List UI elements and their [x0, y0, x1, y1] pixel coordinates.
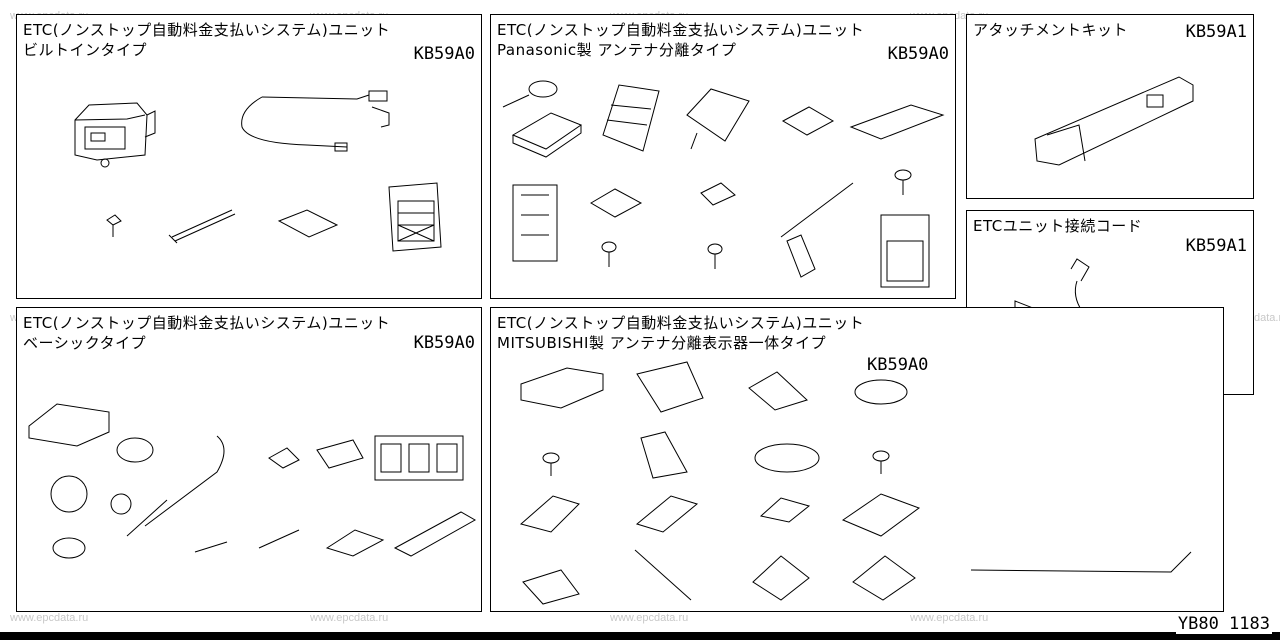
sheet-drawing — [759, 497, 811, 523]
card-holder-drawing — [781, 106, 835, 136]
panel-basic: ETC(ノンストップ自動料金支払いシステム)ユニット ベーシックタイプ KB59… — [16, 307, 482, 612]
harness-drawing — [970, 551, 1192, 573]
antenna-cable-drawing — [126, 435, 225, 537]
pad-drawing — [854, 379, 908, 405]
plate-drawing — [686, 88, 750, 150]
watermark: www.epcdata.ru — [10, 612, 89, 624]
panel-subtitle: MITSUBISHI製 アンテナ分離表示器一体タイプ — [497, 334, 827, 352]
pad-drawing — [849, 104, 945, 140]
wire-coil-drawing — [754, 443, 820, 473]
parts-illustration — [502, 80, 945, 288]
parts-illustration — [1034, 76, 1194, 166]
part-code: KB59A0 — [413, 44, 475, 64]
sheet-drawing — [590, 188, 643, 218]
panel-title: ETC(ノンストップ自動料金支払いシステム)ユニット — [497, 314, 865, 332]
switch-panel-drawing — [374, 435, 464, 481]
pad-drawing — [277, 209, 339, 238]
screw-drawing — [601, 241, 617, 267]
panel-builtin: ETC(ノンストップ自動料金支払いシステム)ユニット ビルトインタイプ KB59… — [16, 14, 482, 299]
manual-drawing — [852, 555, 916, 601]
label-sheet-drawing — [841, 493, 921, 537]
panel-title: ETC(ノンストップ自動料金支払いシステム)ユニット — [497, 21, 865, 39]
panel-title: ETC(ノンストップ自動料金支払いシステム)ユニット — [23, 21, 391, 39]
watermark: www.epcdata.ru — [910, 612, 989, 624]
holder-drawing — [700, 182, 736, 206]
manual-drawing — [752, 555, 810, 601]
connector-drawing — [316, 439, 364, 469]
pad-drawing — [393, 511, 477, 557]
screw-drawing — [894, 169, 912, 195]
panel-title: ETC(ノンストップ自動料金支払いシステム)ユニット — [23, 314, 391, 332]
screw-drawing — [106, 214, 122, 237]
panel-subtitle: Panasonic製 アンテナ分離タイプ — [497, 41, 737, 59]
bracket-drawing — [602, 84, 660, 152]
screw-drawing — [872, 450, 890, 474]
mitsubishi-unit-drawing — [520, 367, 604, 409]
stand-drawing — [640, 431, 688, 479]
clip-drawing — [110, 493, 132, 515]
panel-subtitle: ビルトインタイプ — [23, 41, 148, 59]
connector-drawing — [786, 234, 816, 278]
tie-drawing — [258, 529, 300, 549]
panel-mitsubishi: ETC(ノンストップ自動料金支払いシステム)ユニット MITSUBISHI製 ア… — [490, 307, 1224, 612]
panel-subtitle: ベーシックタイプ — [23, 334, 147, 352]
tie-drawing — [634, 549, 692, 601]
attachment-bracket-drawing — [1034, 76, 1194, 166]
screw-drawing — [542, 452, 560, 476]
tie-drawing — [780, 182, 854, 238]
watermark: www.epcdata.ru — [310, 612, 389, 624]
etc-unit-drawing — [74, 102, 156, 168]
cable-tie-drawing — [168, 209, 236, 244]
clip-drawing — [512, 184, 558, 262]
plate-drawing — [748, 371, 808, 411]
part-code: KB59A0 — [887, 44, 949, 64]
part-code: KB59A1 — [1185, 236, 1247, 256]
reference-code: YB80 1183 — [1175, 614, 1272, 634]
pad-drawing — [116, 437, 154, 463]
manual-drawing — [880, 214, 930, 288]
pad-drawing — [635, 495, 699, 533]
wire-harness-drawing — [241, 90, 390, 152]
bottom-bar — [0, 632, 1280, 640]
panel-attachment: アタッチメントキット KB59A1 — [966, 14, 1254, 199]
panel-panasonic: ETC(ノンストップ自動料金支払いシステム)ユニット Panasonic製 アン… — [490, 14, 956, 299]
part-code: KB59A0 — [867, 355, 929, 375]
panel-title: ETCユニット接続コード — [973, 217, 1143, 235]
pad-drawing — [519, 495, 580, 533]
screw-drawing — [707, 243, 723, 269]
sheet-drawing — [325, 529, 385, 557]
antenna-unit-drawing — [502, 80, 583, 158]
panel-title: アタッチメントキット — [973, 21, 1129, 39]
manual-drawing — [388, 182, 442, 252]
holder-drawing — [50, 475, 88, 513]
parts-illustration — [519, 361, 1192, 605]
clip-drawing — [522, 569, 580, 605]
bracket-drawing — [636, 361, 704, 413]
clamp-drawing — [268, 447, 300, 469]
parts-illustration — [74, 90, 442, 252]
part-code: KB59A1 — [1185, 22, 1247, 42]
parts-illustration — [28, 403, 477, 559]
part-code: KB59A0 — [413, 333, 475, 353]
basic-unit-drawing — [28, 403, 110, 447]
watermark: www.epcdata.ru — [610, 612, 689, 624]
cushion-drawing — [52, 537, 86, 559]
tie-drawing — [194, 541, 228, 553]
